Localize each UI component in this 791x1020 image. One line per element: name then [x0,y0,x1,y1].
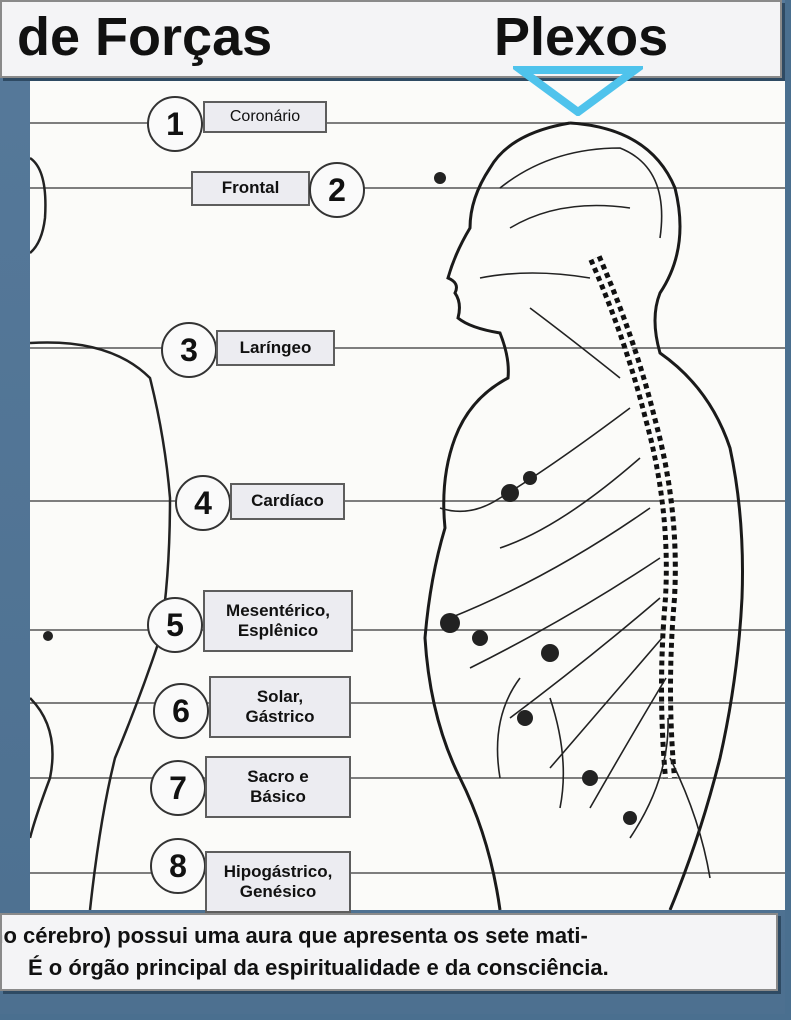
plexus-label-line: Frontal [222,178,280,198]
plexus-label-line: Solar, [257,687,303,707]
anatomy-illustration [30,78,785,910]
plexus-label-7: Sacro e Básico [205,756,351,818]
side-figure-outline [425,123,743,910]
plexus-label-2: Frontal [191,171,310,206]
plexus-label-4: Cardíaco [230,483,345,520]
plexus-label-1: Coronário [203,101,327,133]
slide-title: s de Forças [0,6,272,68]
caption-line-1: no cérebro) possui uma aura que apresent… [0,923,588,949]
plexus-label-line: Genésico [240,882,317,902]
nervous-system-drawing [30,78,785,910]
plexus-label-line: Sacro e [247,767,308,787]
plexus-number-2: 2 [309,162,365,218]
plexus-label-line: Cardíaco [251,491,324,511]
plexus-number-4: 4 [175,475,231,531]
plexus-label-line: Mesentérico, [226,601,330,621]
plexus-label-line: Básico [250,787,306,807]
plexus-number-7: 7 [150,760,206,816]
plexos-heading: Plexos [494,6,668,68]
plexus-number-1: 1 [147,96,203,152]
plexus-label-line: Esplênico [238,621,318,641]
triangle-down-icon [513,66,643,116]
plexus-label-3: Laríngeo [216,330,335,366]
plexus-label-8: Hipogástrico, Genésico [205,851,351,913]
title-bar: s de Forças Plexos [0,0,782,78]
plexus-label-line: Gástrico [246,707,315,727]
plexus-label-5: Mesentérico, Esplênico [203,590,353,652]
spinal-column [595,258,671,778]
front-figure-outline [30,158,170,910]
plexus-label-line: Laríngeo [240,338,312,358]
caption-box: no cérebro) possui uma aura que apresent… [0,913,778,991]
plexus-number-3: 3 [161,322,217,378]
plexus-number-6: 6 [153,683,209,739]
plexus-label-line: Coronário [230,107,300,126]
caption-line-2: É o órgão principal da espiritualidade e… [28,955,609,981]
plexus-number-8: 8 [150,838,206,894]
plexus-label-6: Solar, Gástrico [209,676,351,738]
plexus-number-5: 5 [147,597,203,653]
plexus-label-line: Hipogástrico, [224,862,333,882]
